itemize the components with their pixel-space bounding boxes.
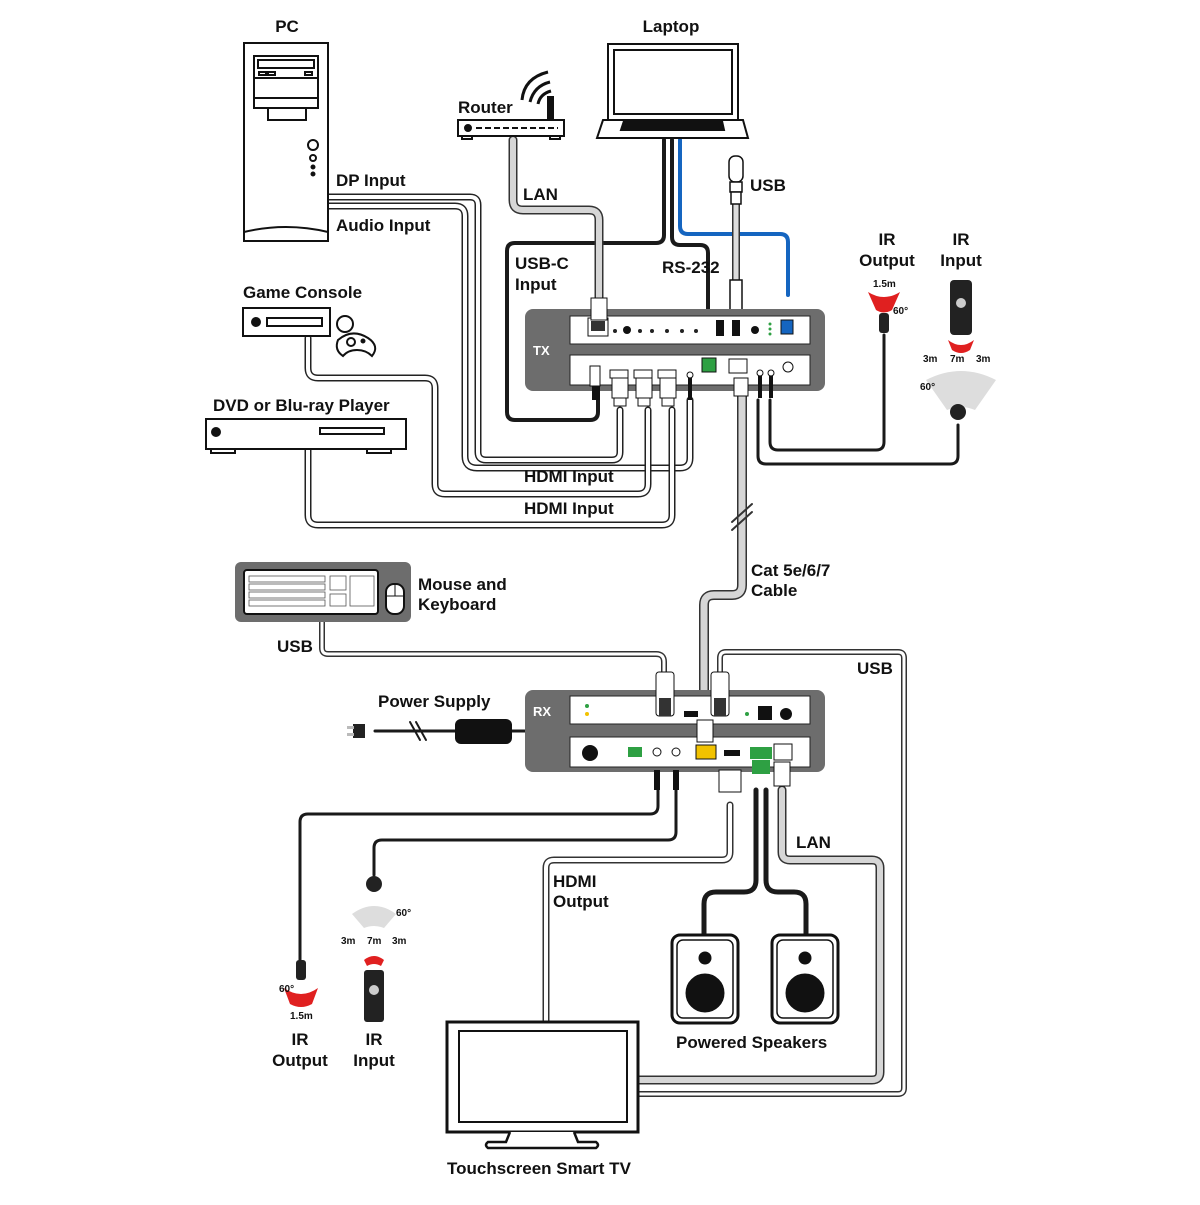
cat-cable <box>699 390 753 725</box>
tx-unit-label: TX <box>533 343 550 358</box>
usbc-label-2: Input <box>515 275 557 294</box>
ir-output-tx-cable <box>768 333 886 452</box>
dp-input-label: DP Input <box>336 171 406 190</box>
ir-input-rx-center: 7m <box>367 936 382 947</box>
hdmi-output-label-2: Output <box>553 892 609 911</box>
ir-input-tx-right: 3m <box>976 354 991 365</box>
usb-top-label: USB <box>750 176 786 195</box>
usb-keyboard-label: USB <box>277 637 313 656</box>
hdmi-output-cable <box>542 801 734 1026</box>
dp-input-cable <box>324 193 624 464</box>
cat-cable-label-2: Cable <box>751 581 798 600</box>
game-console-hdmi-cable <box>304 334 652 498</box>
ir-input-tx-label-2: Input <box>940 251 982 270</box>
ir-input-rx-cable <box>372 783 678 877</box>
lan-router-cable <box>508 135 604 305</box>
power-supply-label: Power Supply <box>378 692 491 711</box>
lan-bottom-label: LAN <box>796 833 831 852</box>
dvd-player-label: DVD or Blu-ray Player <box>213 396 390 415</box>
ir-output-tx-label-2: Output <box>859 251 915 270</box>
mouse-keyboard <box>235 562 411 622</box>
rs232-label: RS-232 <box>662 258 720 277</box>
lan-top-label: LAN <box>523 185 558 204</box>
audio-input-cable <box>324 202 694 472</box>
ir-output-rx-cable <box>298 783 660 962</box>
ir-remote-rx <box>364 956 384 1022</box>
laptop-label: Laptop <box>642 17 700 36</box>
ir-output-tx-label-1: IR <box>878 230 896 249</box>
hdmi-output-label-1: HDMI <box>553 872 597 891</box>
tx-unit <box>525 297 825 407</box>
cat-cable-label-1: Cat 5e/6/7 <box>751 561 831 580</box>
cables <box>298 135 960 1097</box>
hdmi-input-label-1: HDMI Input <box>524 467 614 486</box>
rx-unit-label: RX <box>533 704 552 719</box>
usb-rx-label: USB <box>857 659 893 678</box>
router <box>457 70 565 140</box>
usbc-input-cable <box>505 138 666 422</box>
ir-output-rx-range: 1.5m <box>290 1011 313 1022</box>
ir-output-emitter-tx <box>868 292 900 333</box>
usb-keyboard-cable <box>319 619 667 675</box>
usbc-label-1: USB-C <box>515 254 569 273</box>
smart-tv-label: Touchscreen Smart TV <box>447 1159 631 1178</box>
rs232-cable <box>670 138 710 362</box>
ir-input-rx-label-2: Input <box>353 1051 395 1070</box>
ir-output-rx-angle: 60° <box>279 984 295 995</box>
ir-input-rx-label-1: IR <box>365 1030 383 1049</box>
usb-rx-tv-cable <box>635 649 907 1097</box>
pc-label: PC <box>275 17 299 36</box>
rx-unit <box>525 671 825 793</box>
powered-speakers-label: Powered Speakers <box>676 1033 828 1052</box>
ir-input-tx-cable <box>756 398 960 466</box>
laptop <box>595 43 750 139</box>
ir-input-tx-label-1: IR <box>952 230 970 249</box>
pc-tower <box>243 42 329 242</box>
lan-rx-tv-cable <box>633 785 885 1085</box>
powered-speakers <box>670 933 840 1025</box>
ir-input-tx-left: 3m <box>923 354 938 365</box>
ir-input-eye-rx <box>352 876 396 928</box>
ir-output-rx-label-2: Output <box>272 1051 328 1070</box>
ir-output-tx-range: 1.5m <box>873 279 896 290</box>
ir-input-rx-angle: 60° <box>396 908 412 919</box>
speaker-cables <box>701 787 809 938</box>
mouse-keyboard-label-1: Mouse and <box>418 575 507 594</box>
router-label: Router <box>458 98 513 117</box>
ir-input-rx-left: 3m <box>341 936 356 947</box>
ir-output-tx-angle: 60° <box>893 306 909 317</box>
game-console-label: Game Console <box>243 283 363 302</box>
ir-output-emitter-rx <box>284 960 318 1007</box>
hdmi-input-label-2: HDMI Input <box>524 499 614 518</box>
mouse-keyboard-label-2: Keyboard <box>418 595 497 614</box>
touchscreen-smart-tv <box>445 1020 640 1150</box>
ir-remote-tx <box>926 280 996 420</box>
audio-input-label: Audio Input <box>336 216 431 235</box>
dvd-hdmi-cable <box>304 406 676 529</box>
ir-input-tx-angle: 60° <box>920 382 936 393</box>
ir-output-rx-label-1: IR <box>291 1030 309 1049</box>
ir-input-tx-center: 7m <box>950 354 965 365</box>
power-supply-brick <box>347 719 512 744</box>
ir-input-rx-right: 3m <box>392 936 407 947</box>
game-console <box>242 307 377 358</box>
dvd-player <box>205 418 407 454</box>
